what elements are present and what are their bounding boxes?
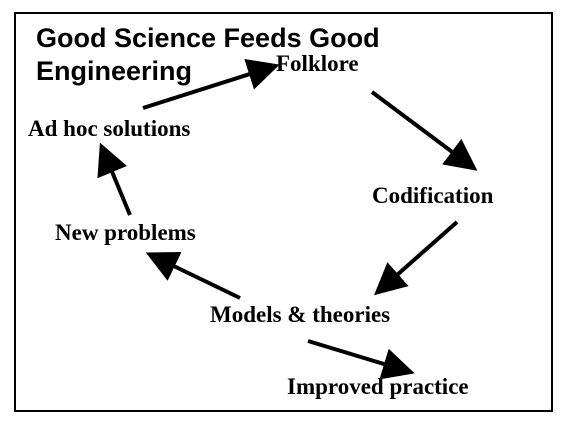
arrow-models-to-new-problems — [145, 252, 241, 300]
arrow-folklore-to-codification — [370, 90, 478, 171]
node-codification: Codification — [372, 183, 494, 208]
node-new-problems: New problems — [55, 220, 196, 245]
node-improved-practice: Improved practice — [287, 374, 469, 399]
node-folklore: Folklore — [276, 51, 359, 76]
node-ad-hoc-solutions: Ad hoc solutions — [28, 116, 191, 141]
diagram-title: Good Science Feeds Good Engineering — [36, 22, 380, 88]
diagram-frame — [14, 12, 553, 412]
arrow-codification-to-models — [374, 220, 459, 296]
title-line-2: Engineering — [36, 56, 193, 86]
arrow-models-to-improved-practice — [307, 339, 415, 380]
title-line-1: Good Science Feeds Good — [36, 23, 380, 53]
node-models-theories: Models & theories — [210, 302, 391, 327]
arrow-ad-hoc-to-folklore — [142, 59, 280, 110]
arrow-new-problems-to-ad-hoc — [97, 142, 132, 216]
